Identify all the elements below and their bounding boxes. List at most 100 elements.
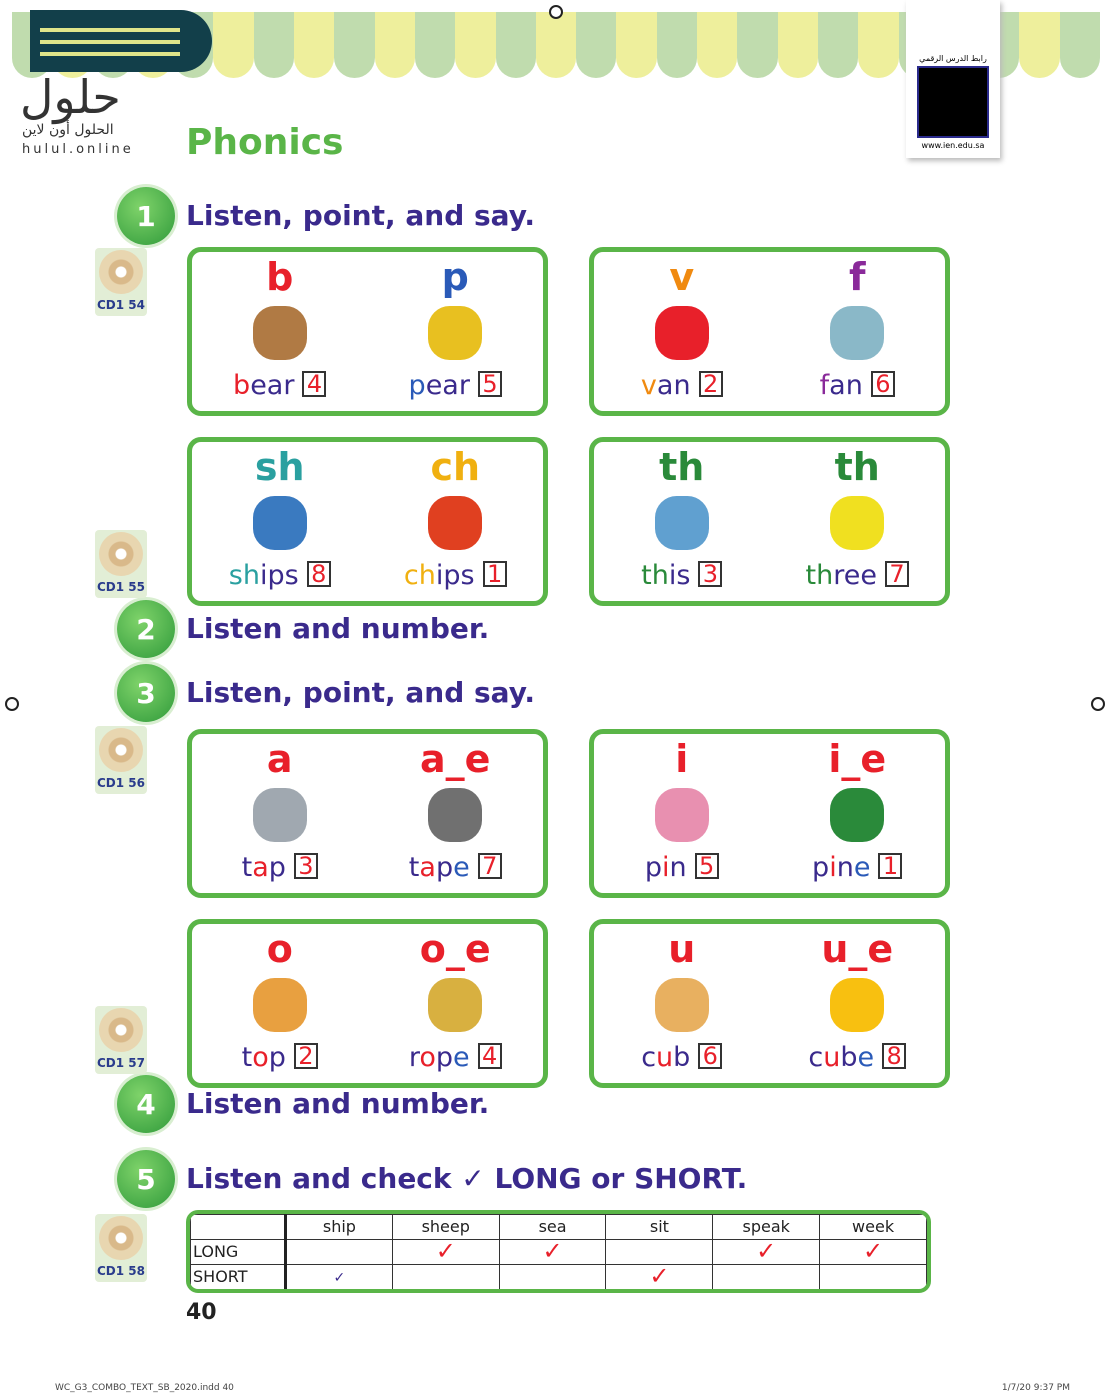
answer-number-box[interactable]: 2 bbox=[293, 1043, 318, 1069]
table-corner bbox=[190, 1214, 287, 1240]
answer-number-box[interactable]: 4 bbox=[477, 1043, 502, 1069]
answer-number-box[interactable]: 7 bbox=[477, 853, 502, 879]
word-part: p bbox=[408, 370, 426, 401]
word-part: c bbox=[808, 1042, 824, 1073]
phonics-letter: sh bbox=[254, 445, 305, 489]
check-cell[interactable]: ✓ bbox=[819, 1239, 927, 1265]
word-part: f bbox=[819, 370, 830, 401]
check-cell[interactable] bbox=[391, 1264, 500, 1289]
column-header: speak bbox=[712, 1214, 821, 1240]
bear-icon bbox=[252, 306, 307, 360]
answer-number-box[interactable]: 4 bbox=[302, 371, 327, 397]
answer-number-box[interactable]: 8 bbox=[882, 1043, 907, 1069]
word-part: v bbox=[640, 370, 657, 401]
qr-code-icon[interactable] bbox=[917, 66, 989, 138]
cube-icon bbox=[830, 978, 885, 1032]
answer-number-box[interactable]: 8 bbox=[306, 561, 331, 587]
check-cell[interactable]: ✓ bbox=[605, 1264, 714, 1289]
audio-cd-track[interactable]: CD1 57 bbox=[95, 1006, 147, 1074]
phonics-letter: ch bbox=[430, 445, 481, 489]
phonics-letter: i_e bbox=[828, 737, 887, 781]
word-part: is bbox=[668, 560, 691, 591]
check-cell[interactable] bbox=[712, 1264, 821, 1289]
check-cell[interactable] bbox=[605, 1239, 714, 1265]
audio-cd-track[interactable]: CD1 54 bbox=[95, 248, 147, 316]
answer-number-box[interactable]: 5 bbox=[477, 371, 502, 397]
answer-number-box[interactable]: 3 bbox=[698, 561, 723, 587]
top-icon bbox=[252, 978, 307, 1032]
section-instruction: Listen and number. bbox=[186, 612, 490, 645]
answer-number-box[interactable]: 7 bbox=[884, 561, 909, 587]
page-title: Phonics bbox=[186, 122, 344, 163]
answer-number-box[interactable]: 1 bbox=[878, 853, 903, 879]
word-part: ree bbox=[833, 560, 877, 591]
word-part: b bbox=[673, 1042, 691, 1073]
check-cell[interactable]: ✓ bbox=[498, 1239, 607, 1265]
registration-mark-icon bbox=[5, 697, 19, 711]
cd-icon bbox=[99, 1216, 143, 1260]
qr-panel[interactable]: رابط الدرس الرقمي www.ien.edu.sa bbox=[906, 0, 1000, 158]
word-part: ch bbox=[403, 560, 436, 591]
answer-number-box[interactable]: 5 bbox=[694, 853, 719, 879]
check-cell[interactable] bbox=[819, 1264, 927, 1289]
check-cell[interactable] bbox=[285, 1239, 393, 1265]
cd-icon bbox=[99, 250, 143, 294]
chips-icon bbox=[428, 496, 483, 550]
pear-icon bbox=[428, 306, 483, 360]
checkmark-icon: ✓ bbox=[435, 1239, 456, 1265]
check-cell[interactable]: ✓ bbox=[391, 1239, 500, 1265]
qr-caption: رابط الدرس الرقمي bbox=[919, 54, 987, 63]
column-header: sea bbox=[498, 1214, 607, 1240]
word-part: n bbox=[836, 852, 854, 883]
check-cell[interactable] bbox=[498, 1264, 607, 1289]
registration-mark-icon bbox=[1091, 697, 1105, 711]
answer-number-box[interactable]: 2 bbox=[698, 371, 723, 397]
pin-icon bbox=[654, 788, 709, 842]
section-number-badge: 2 bbox=[117, 600, 175, 658]
audio-cd-track[interactable]: CD1 58 bbox=[95, 1214, 147, 1282]
answer-number-box[interactable]: 1 bbox=[482, 561, 507, 587]
section-number-badge: 5 bbox=[117, 1150, 175, 1208]
cd-track-label: CD1 58 bbox=[97, 1264, 145, 1278]
phonics-letter: f bbox=[848, 255, 866, 299]
word-part: ear bbox=[250, 370, 295, 401]
phonics-letter: th bbox=[659, 445, 705, 489]
word-part: p bbox=[268, 852, 286, 883]
phonics-letter: a_e bbox=[420, 737, 491, 781]
phonics-letter: a bbox=[266, 737, 293, 781]
phonics-letter: b bbox=[266, 255, 294, 299]
answer-number-box[interactable]: 6 bbox=[870, 371, 895, 397]
audio-cd-track[interactable]: CD1 56 bbox=[95, 726, 147, 794]
answer-number-box[interactable]: 6 bbox=[698, 1043, 723, 1069]
section-instruction: Listen and number. bbox=[186, 1087, 490, 1120]
cd-track-label: CD1 57 bbox=[97, 1056, 145, 1070]
answer-number-box[interactable]: 3 bbox=[293, 853, 318, 879]
word-part: o bbox=[252, 1042, 269, 1073]
page-number: 40 bbox=[186, 1300, 217, 1325]
phonics-letter: o bbox=[266, 927, 293, 971]
audio-cd-track[interactable]: CD1 55 bbox=[95, 530, 147, 598]
word-part: n bbox=[669, 852, 687, 883]
section-number-badge: 1 bbox=[117, 187, 175, 245]
check-cell[interactable]: ✓ bbox=[712, 1239, 821, 1265]
logo-arabic: حلول bbox=[20, 70, 121, 124]
check-cell[interactable]: ✓ bbox=[285, 1264, 393, 1289]
